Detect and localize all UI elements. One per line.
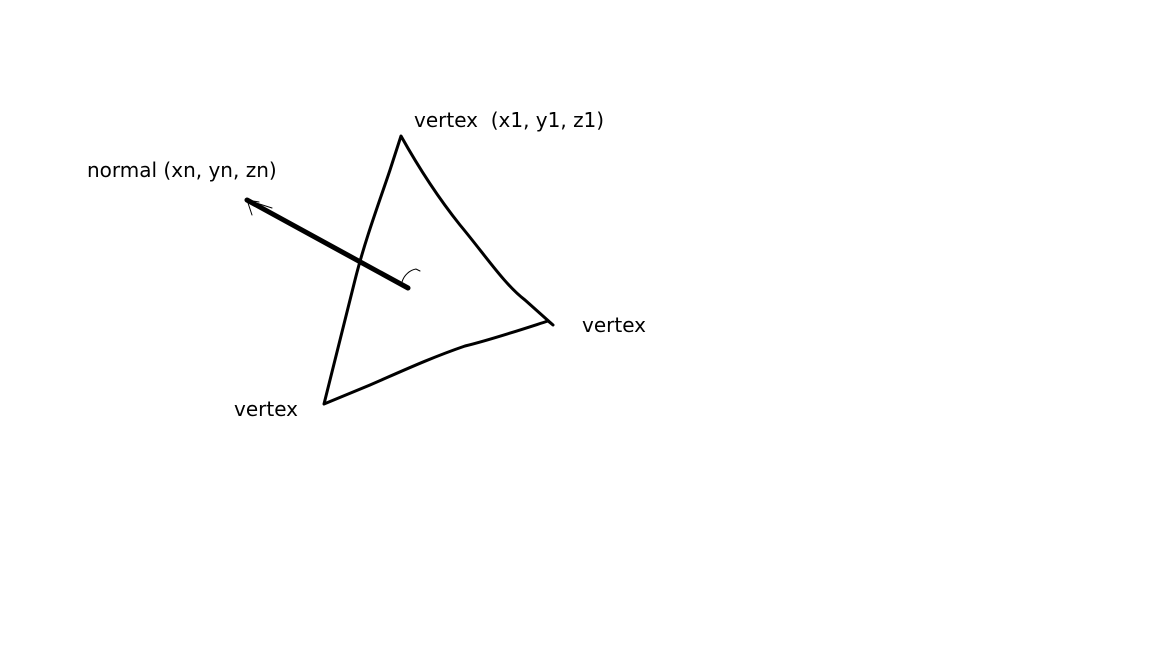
- triangle-outline: [322, 134, 555, 406]
- normal-arrowhead: [246, 199, 273, 216]
- label-top-vertex: vertex (x1, y1, z1): [414, 108, 604, 132]
- label-right-vertex: vertex: [582, 313, 646, 337]
- normal-vector-line: [244, 197, 411, 291]
- label-bottom-vertex: vertex: [234, 397, 298, 421]
- normal-base-tick: [401, 268, 421, 283]
- label-normal: normal (xn, yn, zn): [87, 158, 277, 182]
